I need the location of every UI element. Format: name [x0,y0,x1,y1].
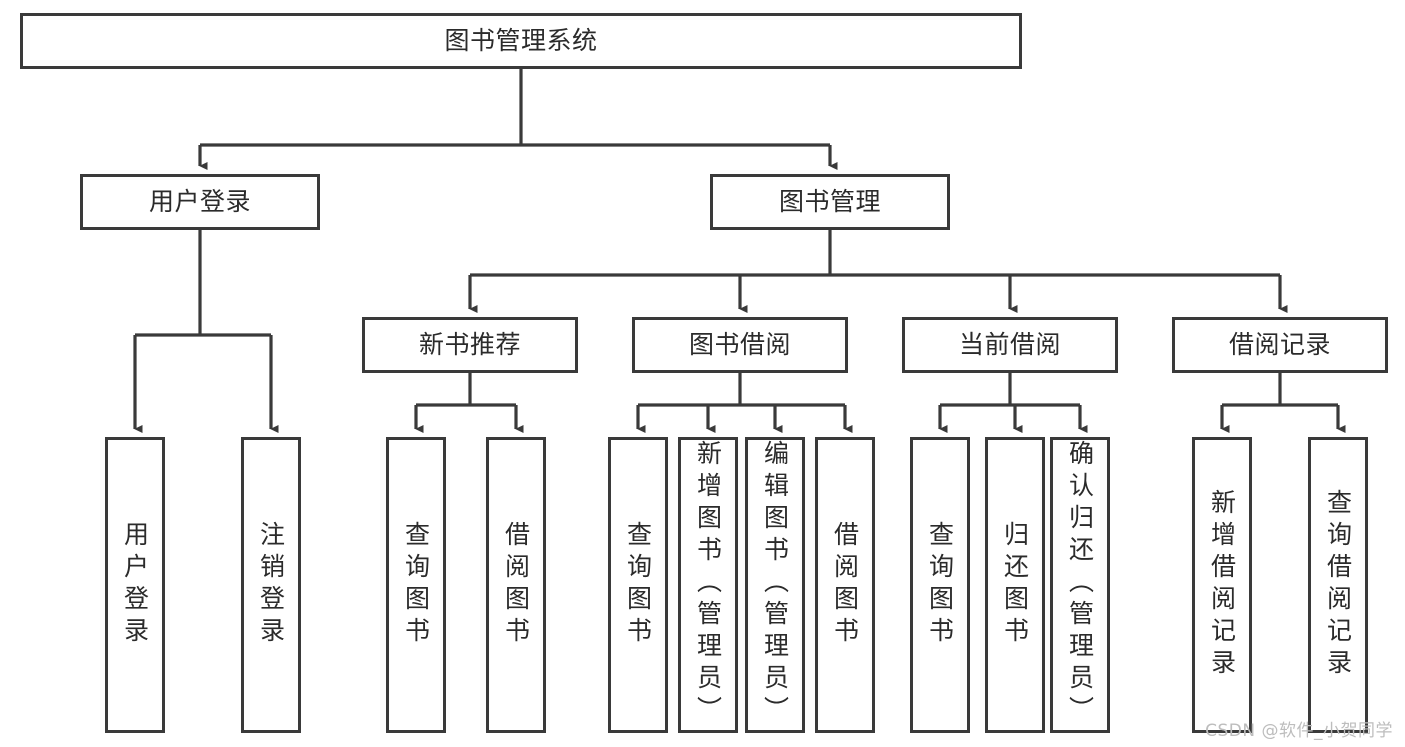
node-leaf-query-borrow-record-label: 查询借阅记录 [1323,489,1353,681]
node-current-borrow-label: 当前借阅 [958,330,1061,359]
node-leaf-query-book-1-label: 查询图书 [401,521,431,649]
node-book-borrow-label: 图书借阅 [688,330,791,359]
node-book-management[interactable]: 图书管理 [710,174,950,230]
node-user-login[interactable]: 用户登录 [80,174,320,230]
node-borrow-record-label: 借阅记录 [1228,330,1331,359]
node-leaf-query-book-3[interactable]: 查询图书 [910,437,970,733]
node-book-borrow[interactable]: 图书借阅 [632,317,848,373]
node-leaf-logout-login-label: 注销登录 [256,521,286,649]
node-current-borrow[interactable]: 当前借阅 [902,317,1118,373]
node-leaf-borrow-book-1-label: 借阅图书 [501,521,531,649]
node-leaf-logout-login[interactable]: 注销登录 [241,437,301,733]
node-leaf-user-login-label: 用户登录 [120,521,150,649]
node-leaf-edit-book-admin[interactable]: 编辑图书（管理员） [745,437,805,733]
node-new-book-recommend-label: 新书推荐 [418,330,521,359]
node-leaf-add-book-admin-label: 新增图书（管理员） [693,440,723,728]
node-new-book-recommend[interactable]: 新书推荐 [362,317,578,373]
node-leaf-query-book-3-label: 查询图书 [925,521,955,649]
node-leaf-add-borrow-record-label: 新增借阅记录 [1207,489,1237,681]
node-leaf-confirm-return-admin-label: 确认归还（管理员） [1065,440,1095,728]
node-leaf-return-book-label: 归还图书 [1000,521,1030,649]
node-leaf-query-borrow-record[interactable]: 查询借阅记录 [1308,437,1368,733]
node-root-system-label: 图书管理系统 [444,26,598,55]
node-user-login-label: 用户登录 [148,187,251,216]
node-borrow-record[interactable]: 借阅记录 [1172,317,1388,373]
node-leaf-add-borrow-record[interactable]: 新增借阅记录 [1192,437,1252,733]
node-leaf-borrow-book-1[interactable]: 借阅图书 [486,437,546,733]
node-root-system[interactable]: 图书管理系统 [20,13,1022,69]
node-leaf-query-book-1[interactable]: 查询图书 [386,437,446,733]
node-leaf-user-login[interactable]: 用户登录 [105,437,165,733]
node-leaf-query-book-2-label: 查询图书 [623,521,653,649]
node-leaf-return-book[interactable]: 归还图书 [985,437,1045,733]
csdn-watermark: CSDN @软件_小贺同学 [1205,721,1393,741]
node-leaf-query-book-2[interactable]: 查询图书 [608,437,668,733]
node-leaf-add-book-admin[interactable]: 新增图书（管理员） [678,437,738,733]
node-leaf-borrow-book-2[interactable]: 借阅图书 [815,437,875,733]
node-leaf-borrow-book-2-label: 借阅图书 [830,521,860,649]
node-book-management-label: 图书管理 [778,187,881,216]
node-leaf-confirm-return-admin[interactable]: 确认归还（管理员） [1050,437,1110,733]
node-leaf-edit-book-admin-label: 编辑图书（管理员） [760,440,790,728]
